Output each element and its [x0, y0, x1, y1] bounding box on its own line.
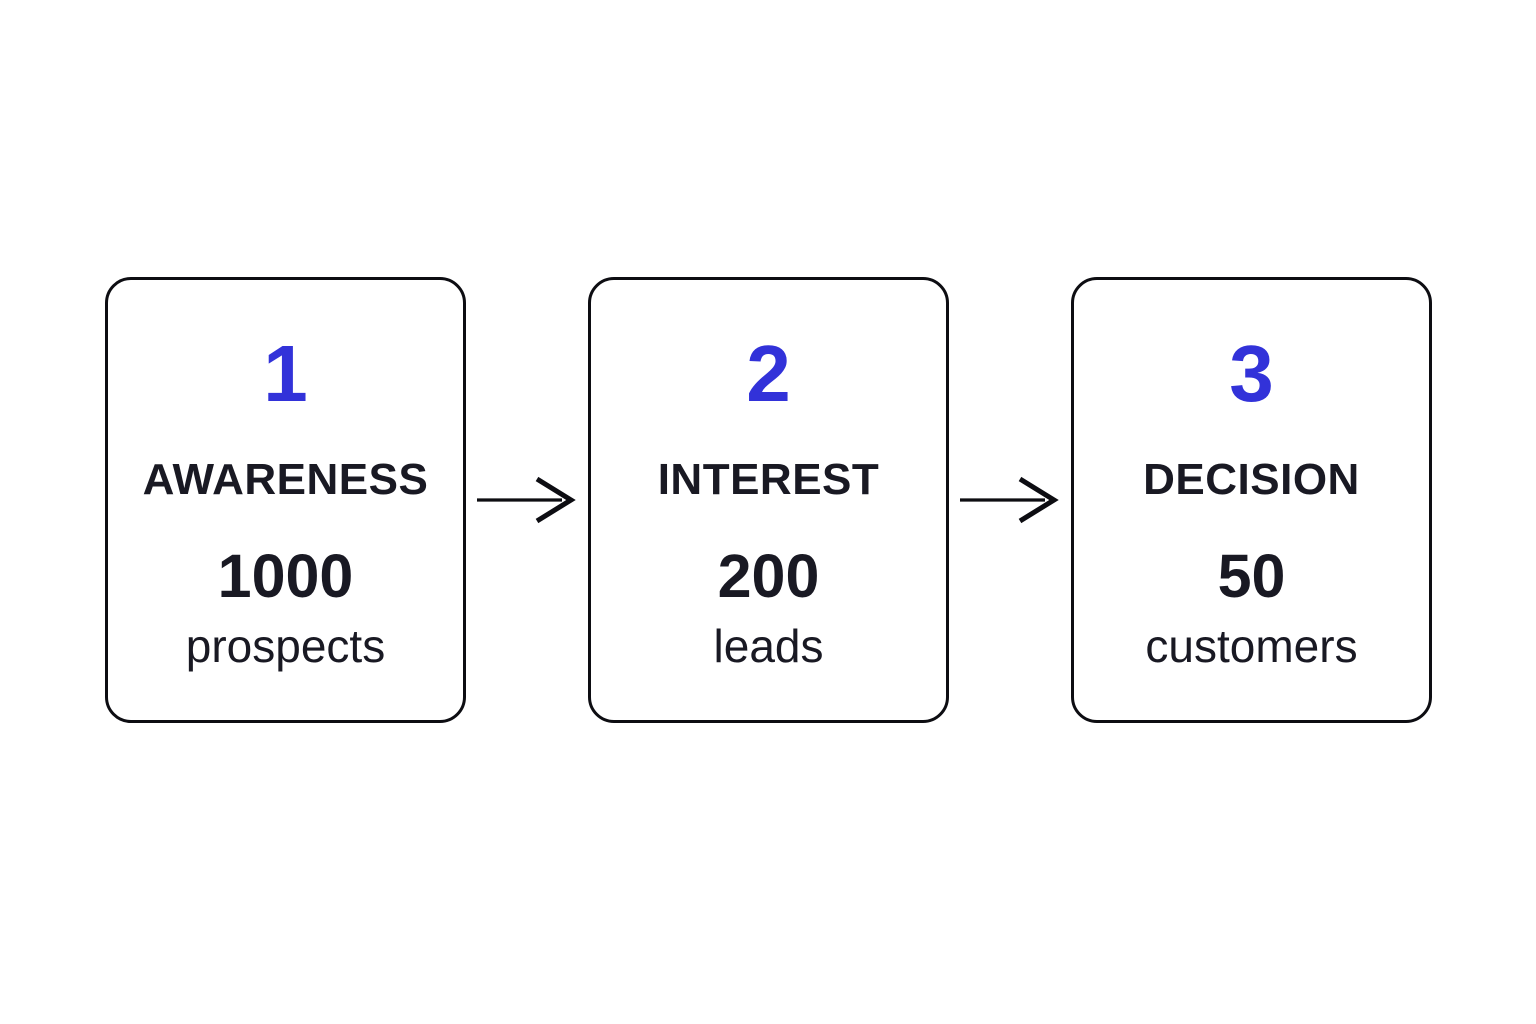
funnel-stages-row: 1 AWARENESS 1000 prospects 2 INTEREST 20… [105, 277, 1432, 723]
stage-label: AWARENESS [142, 455, 429, 504]
stage-number: 3 [1229, 329, 1274, 418]
stage-card-awareness: 1 AWARENESS 1000 prospects [105, 277, 466, 723]
stage-number: 2 [746, 329, 791, 418]
stage-number: 1 [263, 329, 308, 418]
arrow-right-icon [476, 474, 578, 526]
stage-label: DECISION [1143, 455, 1360, 504]
stage-card-interest: 2 INTEREST 200 leads [588, 277, 949, 723]
stage-value: 50 [1217, 542, 1286, 610]
stage-value: 1000 [217, 542, 354, 610]
stage-label: INTEREST [657, 455, 880, 504]
stage-unit: customers [1145, 620, 1358, 672]
stage-card-decision: 3 DECISION 50 customers [1071, 277, 1432, 723]
stage-value: 200 [717, 542, 820, 610]
arrow-right-icon [959, 474, 1061, 526]
stage-unit: leads [713, 620, 824, 672]
stage-unit: prospects [185, 620, 386, 672]
